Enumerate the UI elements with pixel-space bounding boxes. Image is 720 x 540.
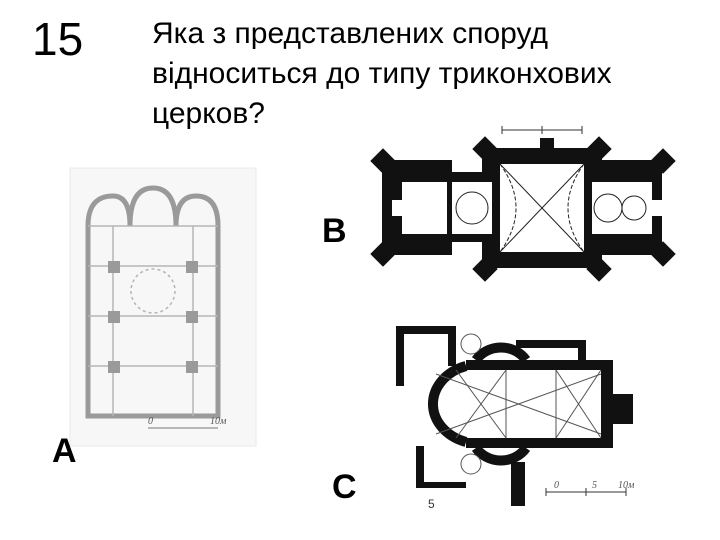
plan-b-image <box>370 126 676 282</box>
plan-a-scale-zero: 0 <box>148 416 153 427</box>
option-c-label: C <box>332 468 357 506</box>
plan-a-image: 0 10м <box>69 167 257 447</box>
option-b-label: B <box>322 212 347 250</box>
plan-c-scale-end: 10м <box>618 480 635 491</box>
plan-c-scale-zero: 0 <box>554 480 559 491</box>
plan-c-image: 5 0 5 10м <box>396 326 635 511</box>
plan-c-figure-number: 5 <box>428 497 435 511</box>
question-text: Яка з представлених споруд відноситься д… <box>152 17 612 130</box>
question-number: 15 <box>32 13 84 65</box>
option-a-label: A <box>52 432 77 470</box>
plan-a-scale-end: 10м <box>210 416 227 427</box>
plan-c-scale-mid: 5 <box>592 480 597 491</box>
